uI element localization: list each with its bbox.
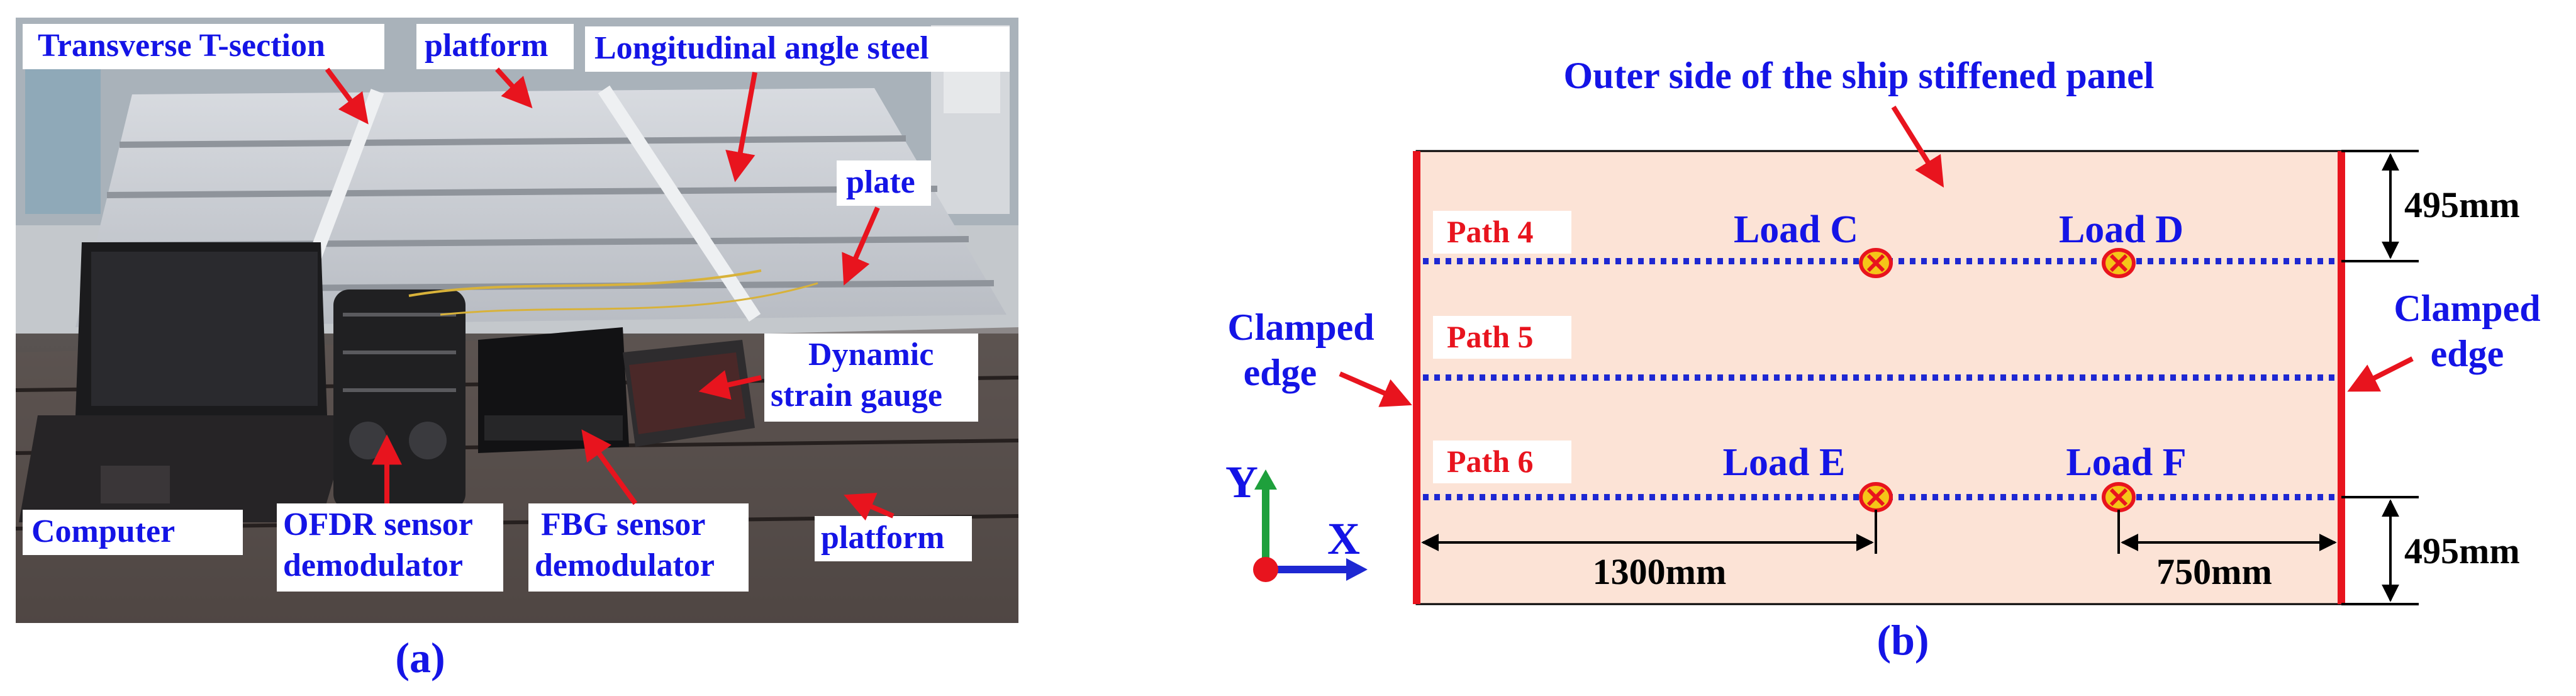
title-arrow bbox=[1891, 105, 1944, 188]
path-6-label: Path 6 bbox=[1447, 444, 1534, 479]
y-axis-label: Y bbox=[1225, 457, 1258, 507]
label-dynamic-1: Dynamic bbox=[808, 337, 934, 373]
label-transverse-t-section: Transverse T-section bbox=[38, 28, 325, 64]
load-d-marker bbox=[2102, 248, 2136, 278]
panel-a-labels: Transverse T-section platform Longitudin… bbox=[23, 24, 1010, 592]
label-box-transverse bbox=[23, 24, 384, 69]
label-box-longitudinal bbox=[585, 26, 1010, 72]
label-box-computer bbox=[23, 510, 243, 555]
load-c-marker bbox=[1859, 248, 1893, 278]
label-box-fbg bbox=[528, 503, 749, 592]
arrow-transverse bbox=[325, 67, 369, 125]
label-fbg-2: demodulator bbox=[535, 547, 715, 583]
label-platform-bottom: platform bbox=[821, 520, 944, 556]
dimension-750 bbox=[2117, 510, 2337, 554]
label-dynamic-2: strain gauge bbox=[771, 378, 942, 413]
label-ofdr-2: demodulator bbox=[283, 547, 463, 583]
dimension-right-top bbox=[2341, 150, 2419, 262]
load-f-label: Load F bbox=[2066, 441, 2186, 484]
load-d-label: Load D bbox=[2059, 208, 2183, 251]
dimension-bottom-label: 495mm bbox=[2404, 530, 2520, 571]
panel-b-title: Outer side of the ship stiffened panel bbox=[1564, 55, 2155, 96]
label-ofdr-1: OFDR sensor bbox=[283, 507, 473, 542]
path-4-label-box bbox=[1433, 211, 1571, 254]
y-arrowhead bbox=[1254, 469, 1277, 490]
path-5-label-box bbox=[1433, 316, 1571, 359]
arrow-longitudinal bbox=[725, 72, 757, 182]
clamped-right-line2: edge bbox=[2431, 333, 2504, 374]
label-longitudinal-angle-steel: Longitudinal angle steel bbox=[594, 30, 929, 66]
clamped-left-line1: Clamped bbox=[1227, 306, 1374, 348]
arrow-fbg bbox=[581, 429, 638, 505]
x-arrowhead bbox=[1346, 558, 1368, 581]
load-f-marker bbox=[2102, 482, 2136, 512]
load-e-label: Load E bbox=[1723, 441, 1846, 484]
arrow-plate bbox=[842, 206, 880, 286]
path-5-label: Path 5 bbox=[1447, 319, 1534, 354]
label-box-platform-top bbox=[416, 24, 574, 69]
clamped-right-line1: Clamped bbox=[2394, 288, 2540, 329]
label-box-dynamic bbox=[764, 334, 978, 422]
dimension-top-label: 495mm bbox=[2404, 184, 2520, 225]
panel-a-arrows bbox=[325, 67, 895, 521]
caption-b: (b) bbox=[1876, 616, 1929, 664]
arrow-dynamic bbox=[698, 370, 762, 400]
clamped-left-arrow bbox=[1339, 371, 1412, 407]
label-plate: plate bbox=[846, 164, 915, 200]
dimension-1300-label: 1300mm bbox=[1593, 551, 1727, 592]
label-box-plate bbox=[837, 160, 931, 206]
dimension-750-label: 750mm bbox=[2156, 551, 2272, 592]
path-4-label: Path 4 bbox=[1447, 214, 1534, 249]
clamped-right-arrow bbox=[2347, 356, 2414, 392]
load-e-marker bbox=[1859, 482, 1893, 512]
arrow-platform-top bbox=[495, 67, 533, 109]
origin-dot bbox=[1253, 557, 1278, 582]
label-computer: Computer bbox=[31, 514, 175, 549]
load-c-label: Load C bbox=[1734, 208, 1858, 251]
label-box-platform-bottom bbox=[815, 516, 972, 561]
x-axis-label: X bbox=[1327, 514, 1360, 564]
arrow-platform-bottom bbox=[844, 493, 895, 521]
path-6-label-box bbox=[1433, 441, 1571, 483]
label-platform-top: platform bbox=[425, 28, 548, 64]
clamped-left-line2: edge bbox=[1244, 352, 1317, 393]
label-fbg-1: FBG sensor bbox=[541, 507, 705, 542]
schematic-panel-b: Path 4 Path 5 Path 6 Load C Load D Load … bbox=[1413, 150, 2345, 605]
label-box-ofdr bbox=[277, 503, 503, 592]
dimension-1300 bbox=[1421, 510, 1877, 554]
coordinate-axes bbox=[1253, 469, 1368, 582]
caption-a: (a) bbox=[395, 634, 445, 682]
dimension-right-bottom bbox=[2341, 496, 2419, 605]
